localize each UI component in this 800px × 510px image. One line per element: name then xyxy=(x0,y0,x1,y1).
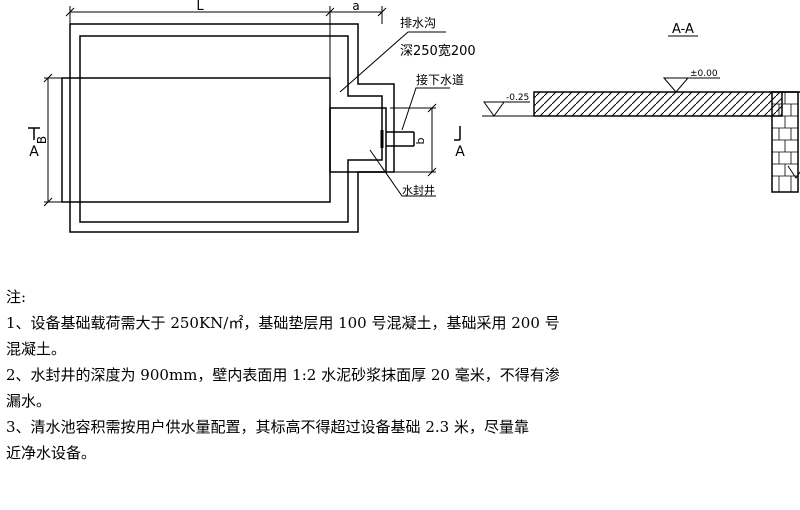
plan-dimensions xyxy=(28,6,461,207)
dim-length-label: L xyxy=(196,0,204,14)
drain-channel-inner xyxy=(79,35,383,223)
callout-sewer: 接下水道 xyxy=(416,72,464,87)
dim-width-label: B xyxy=(35,136,49,144)
note-line: 2、水封井的深度为 900mm，壁内表面用 1:2 水泥砂浆抹面厚 20 毫米，… xyxy=(6,366,560,384)
notes-heading: 注: xyxy=(6,288,27,306)
note-line: 漏水。 xyxy=(6,392,52,410)
note-line: 3、清水池容积需按用户供水量配置，其标高不得超过设备基础 2.3 米，尽量靠 xyxy=(6,418,529,436)
notes-block: 注: 1、设备基础载荷需大于 250KN/㎡，基础垫层用 100 号混凝土，基础… xyxy=(6,284,796,466)
elev-zero-label: ±0.00 xyxy=(690,69,718,79)
water-seal-well xyxy=(329,107,387,173)
callout-seal-well: 水封井 xyxy=(402,183,435,197)
elev-minus-label: -0.25 xyxy=(506,93,529,103)
plan-leaders xyxy=(339,31,450,197)
elev-minus-marker xyxy=(483,101,530,117)
note-line: 混凝土。 xyxy=(6,340,67,358)
plan-view xyxy=(61,23,415,233)
note-line: 近净水设备。 xyxy=(6,444,97,462)
section-view xyxy=(482,35,800,193)
dim-well-label: b xyxy=(414,137,427,144)
dim-offset-label: a xyxy=(352,0,359,13)
note-line: 1、设备基础载荷需大于 250KN/㎡，基础垫层用 100 号混凝土，基础采用 … xyxy=(6,314,560,332)
section-mark-right: A xyxy=(455,144,465,160)
ground-slab xyxy=(533,91,783,117)
section-mark-left: A xyxy=(29,144,39,160)
section-title: A-A xyxy=(672,22,694,37)
drain-channel-outer xyxy=(69,23,395,233)
sewer-pipe xyxy=(386,131,415,147)
technical-drawing: L a B b A A 排水沟 深250宽200 接下水道 水封井 xyxy=(28,0,800,233)
inner-elev-marker xyxy=(787,165,800,179)
callout-drain: 排水沟 xyxy=(400,16,436,30)
equipment-foundation xyxy=(61,77,331,203)
callout-drain-size: 深250宽200 xyxy=(400,43,476,59)
elev-zero-marker xyxy=(662,77,720,93)
